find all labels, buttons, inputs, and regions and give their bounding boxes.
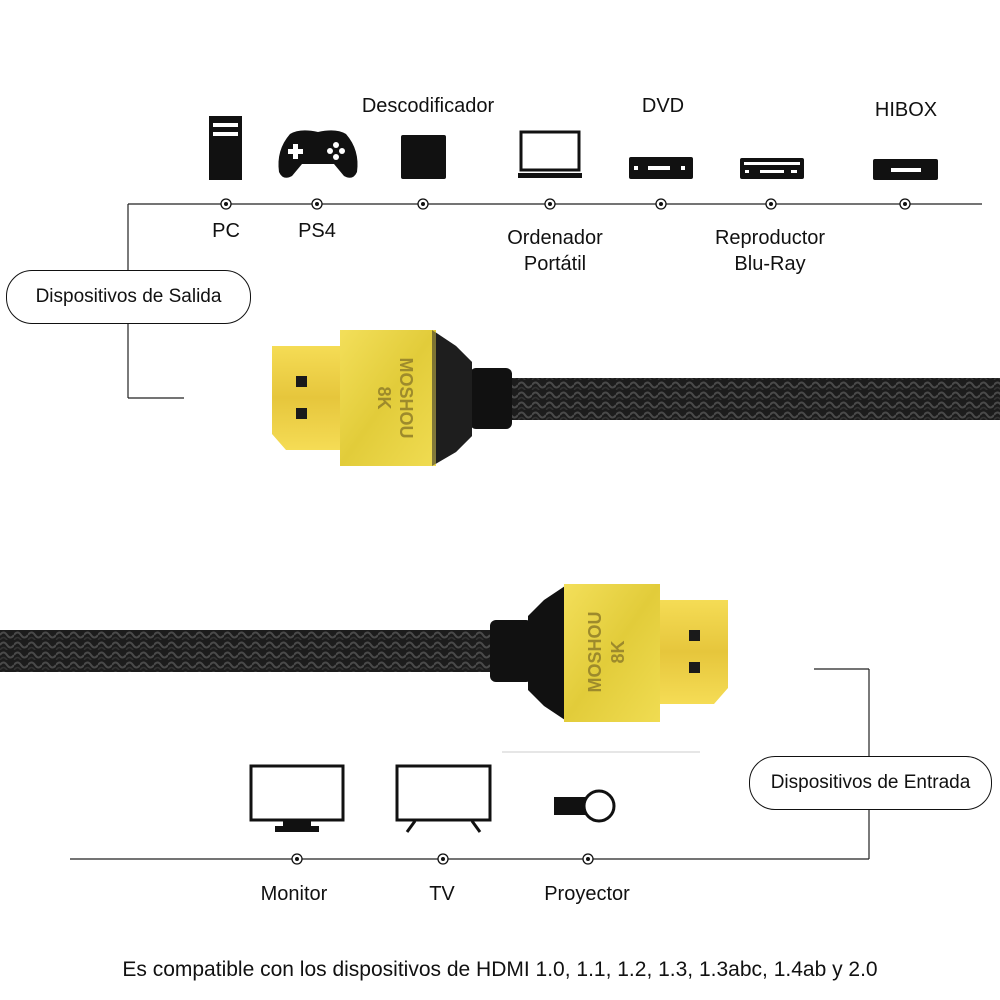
decoder-box-icon [401,135,446,179]
device-label-monitor: Monitor [260,883,328,905]
input-devices-badge: Dispositivos de Entrada [749,756,992,810]
connector-resolution-top: 8K [374,386,394,409]
device-label-decoder: Descodificador [361,95,495,117]
tv-icon [395,764,492,833]
monitor-icon [249,764,345,832]
connector-brand-top: MOSHOU [396,358,416,439]
device-label-pc: PC [212,220,240,242]
projector-icon [554,789,616,823]
laptop-icon [518,130,582,178]
input-bus [70,668,870,860]
device-label-tv: TV [429,883,455,905]
cable-bottom: 8K MOSHOU [0,584,728,722]
device-label-laptop-line2: Portátil [523,253,587,275]
tower-pc-icon [209,116,242,180]
device-label-projector: Proyector [544,883,630,905]
bluray-player-icon [740,158,804,179]
connector-brand-bottom: MOSHOU [585,612,605,693]
device-label-hibox: HIBOX [874,99,938,121]
compatibility-note: Es compatible con los dispositivos de HD… [122,958,878,981]
output-devices-badge: Dispositivos de Salida [6,270,251,324]
device-label-dvd: DVD [641,95,685,117]
device-label-bluray-line2: Blu-Ray [734,253,806,275]
hibox-icon [873,159,938,180]
output-nodes [220,198,911,210]
cable-top: 8K MOSHOU [272,330,1000,466]
dvd-player-icon [629,157,693,179]
device-label-bluray-line1: Reproductor [714,227,826,249]
gamepad-icon [278,130,358,178]
device-label-laptop-line1: Ordenador [507,227,603,249]
device-label-ps4: PS4 [298,220,336,242]
connector-resolution-bottom: 8K [608,640,628,663]
